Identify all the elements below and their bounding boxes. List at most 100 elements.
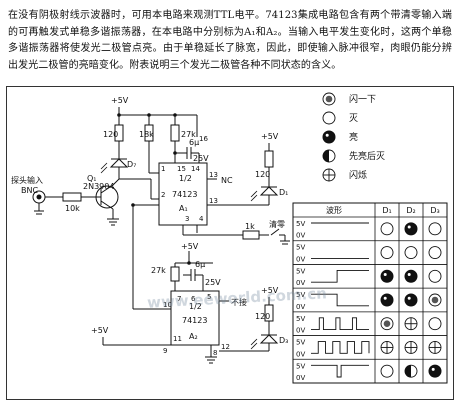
led-on-then-off-icon [322, 149, 336, 163]
c25v-label: 25V [193, 154, 209, 163]
led-on-icon [404, 269, 418, 283]
transistor-label: Q₁ [87, 174, 97, 183]
led-off-icon [428, 317, 442, 331]
a1-label: A₁ [179, 204, 188, 213]
led-blink-icon [428, 340, 442, 354]
a2-label: A₂ [189, 332, 198, 341]
clear-label: 清零 [269, 219, 285, 229]
vcc-label-a: +5V [111, 96, 129, 105]
nc-label: NC [221, 176, 233, 185]
led-off-icon [380, 364, 394, 378]
pin-6-a2: 6 [191, 295, 196, 303]
waveform-trace [311, 293, 369, 307]
led-off-icon [380, 246, 394, 260]
led-on-icon [404, 293, 418, 307]
circuit-labels: +5V +5V +5V +5V +5V 探头输入 BNC Q₁ 2N3904 1… [11, 96, 288, 345]
table-header: 波形 [326, 205, 342, 215]
level-high-label: 5V [296, 291, 305, 299]
pin-11-a2: 11 [173, 335, 182, 343]
pin-1-a1: 1 [161, 165, 165, 173]
a1-part: 74123 [172, 190, 197, 199]
led-blink-icon [404, 340, 418, 354]
level-low-label: 0V [296, 374, 305, 382]
led-flash-icon [322, 92, 336, 106]
led-off-icon [428, 269, 442, 283]
legend-label: 闪一下 [349, 94, 376, 105]
pin-12-a2: 12 [221, 343, 230, 351]
led-on-icon [322, 130, 336, 144]
a1-ratio: 1/2 [179, 174, 192, 183]
circuit-wires [32, 107, 290, 364]
legend-label: 先亮后灭 [349, 150, 385, 162]
r120b-label: 120 [255, 170, 270, 179]
bnc-label: BNC [21, 186, 38, 195]
pin-3-a1: 3 [185, 215, 189, 223]
r-in-label: 10k [65, 204, 80, 213]
r18k-label: 18k [139, 130, 154, 139]
a2-ratio: 1/2 [189, 302, 202, 311]
led-flash-icon [428, 293, 442, 307]
pin-9-a2: 9 [163, 347, 167, 355]
led-blink-icon [322, 168, 336, 182]
legend-item: 灭 [322, 111, 358, 125]
legend-item: 闪一下 [322, 92, 376, 106]
pin-15-a1: 15 [177, 165, 186, 173]
legend-label: 闪烁 [349, 169, 367, 181]
led-light-arrows [100, 162, 258, 350]
pin-7-a2: 7 [177, 295, 181, 303]
level-high-label: 5V [296, 362, 305, 370]
circuit-figure: 闪一下灭亮先亮后灭闪烁 [6, 86, 454, 400]
vcc-label-d1: +5V [261, 132, 279, 141]
pin-13b-a1: 13 [209, 197, 218, 205]
led-off-icon [380, 222, 394, 236]
pin-4-a1: 4 [199, 215, 204, 223]
not-connected-label: 不接 [231, 297, 247, 307]
legend-item: 亮 [322, 130, 358, 144]
r120c-label: 120 [255, 312, 270, 321]
led-on-icon [428, 364, 442, 378]
pin-5-a2: 5 [207, 293, 211, 301]
waveform-trace [311, 269, 369, 283]
waveform-trace [311, 341, 370, 354]
transistor-part: 2N3904 [83, 182, 114, 191]
level-high-label: 5V [296, 339, 305, 347]
led-off-icon [404, 246, 418, 260]
d7-label: D₇ [127, 160, 136, 169]
table-header: D₂ [406, 206, 415, 215]
legend-item: 闪烁 [322, 168, 367, 182]
r1k-label: 1k [245, 222, 255, 231]
level-low-label: 0V [296, 232, 305, 240]
pin-2-a1: 2 [161, 191, 165, 199]
pin-8-a2: 8 [213, 349, 217, 357]
level-low-label: 0V [296, 327, 305, 335]
a2-part: 74123 [182, 316, 207, 325]
vcc-label-a2: +5V [181, 242, 199, 251]
c6u2-label: 6μ [195, 260, 205, 269]
table-header: D₁ [382, 206, 391, 215]
led-blink-icon [380, 340, 394, 354]
led-on-icon [380, 293, 394, 307]
d1-label: D₁ [279, 188, 288, 197]
level-low-label: 0V [296, 279, 305, 287]
led-flash-icon [380, 317, 394, 331]
pin-10-a2: 10 [163, 301, 172, 309]
led-blink-icon [404, 317, 418, 331]
r27k-label: 27k [181, 130, 196, 139]
level-low-label: 0V [296, 255, 305, 263]
c6u-label: 6μ [189, 138, 199, 147]
c25v2-label: 25V [205, 278, 221, 287]
pin-16-a1: 16 [199, 135, 208, 143]
waveform-trace [311, 317, 369, 331]
led-off-icon [322, 111, 336, 125]
r27k2-label: 27k [151, 266, 166, 275]
pin-numbers: 1 2 3 4 15 14 13 16 13 7 6 5 11 10 9 8 1… [161, 135, 230, 357]
level-low-label: 0V [296, 303, 305, 311]
